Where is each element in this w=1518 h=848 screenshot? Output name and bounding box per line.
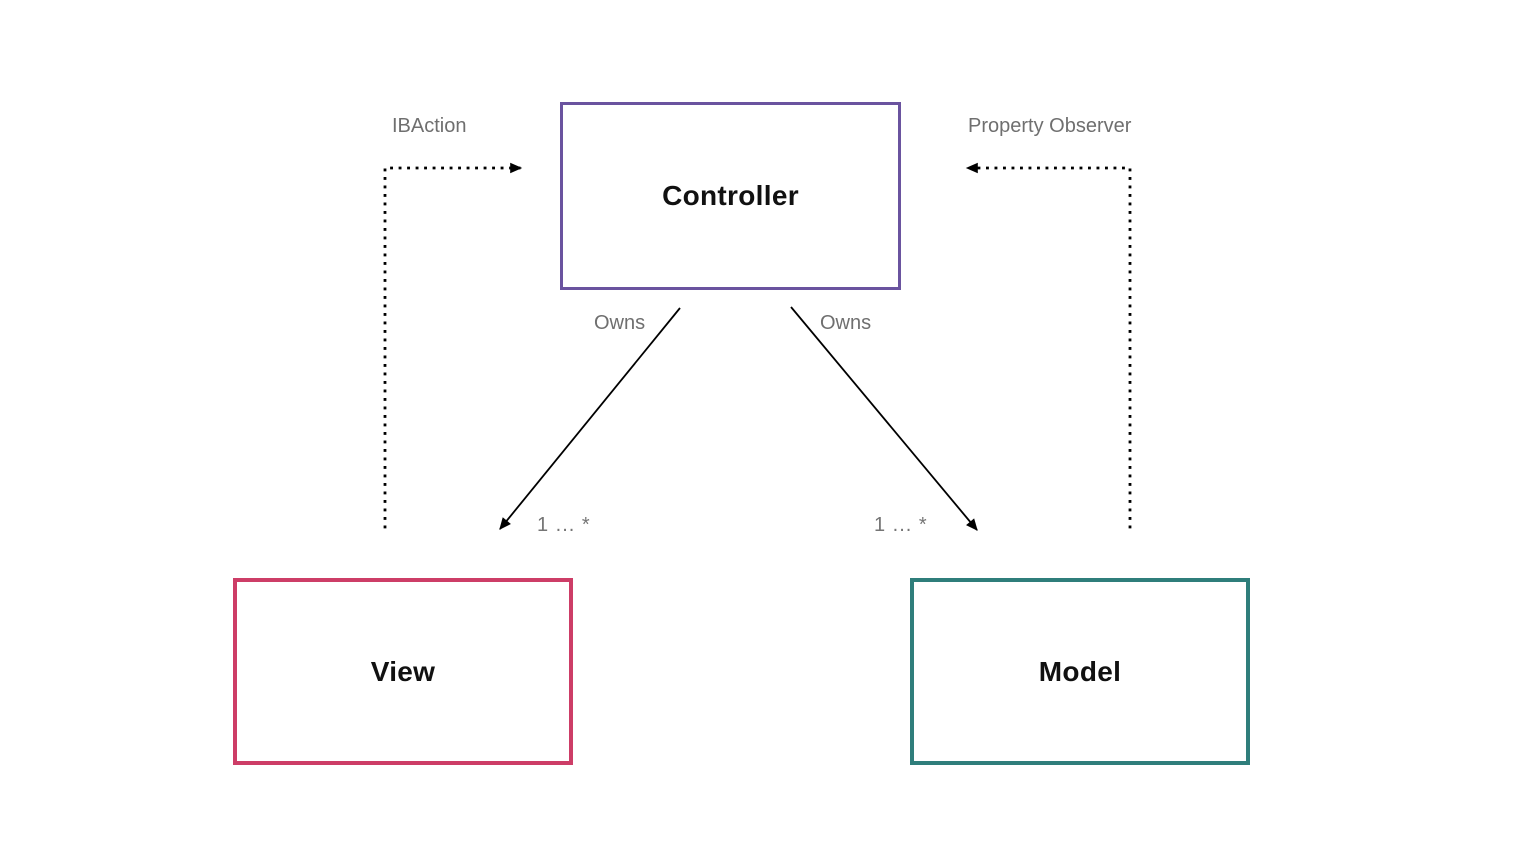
model-node: Model [910, 578, 1250, 765]
property-observer-edge-label: Property Observer [968, 115, 1132, 137]
ibaction-arrow [383, 162, 523, 529]
owns-view-multiplicity-label: 1 ... * [537, 514, 591, 536]
view-node-label: View [370, 655, 436, 687]
property-observer-arrow [965, 162, 1132, 529]
controller-node-label: Controller [662, 180, 799, 211]
view-node: View [233, 578, 573, 765]
model-node-label: Model [1038, 655, 1122, 687]
controller-node: Controller [560, 102, 901, 290]
ibaction-edge-label: IBAction [392, 115, 467, 137]
owns-model-multiplicity-label: 1 ... * [874, 514, 928, 536]
owns-view-edge-label: Owns [594, 312, 646, 334]
owns-model-arrow [790, 306, 978, 531]
owns-model-edge-label: Owns [820, 312, 872, 334]
owns-view-arrow [499, 307, 681, 530]
